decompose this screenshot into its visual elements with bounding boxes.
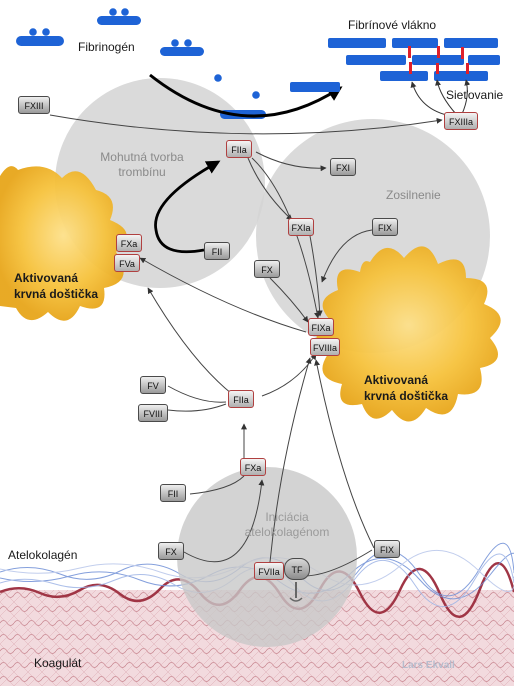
fibrinogen-conversion-arrow <box>149 73 343 118</box>
fibrinogen-molecules <box>16 8 266 119</box>
amplification-label: Zosilnenie <box>386 188 441 202</box>
factor-fva: FVa <box>114 254 140 272</box>
platelet-left-label: Aktivovaná krvná doštička <box>14 271 99 301</box>
factor-fviia: FVIIa <box>254 562 284 580</box>
factor-fix-low: FIX <box>374 540 400 558</box>
fibrin-fiber <box>290 38 500 92</box>
factor-fii-mid: FII <box>204 242 230 260</box>
author-watermark: Lars Ekvall <box>402 660 455 671</box>
factor-fxi: FXI <box>330 158 356 176</box>
factor-fiia-mid: FIIa <box>228 390 254 408</box>
factor-fviii: FVIII <box>138 404 168 422</box>
factor-fviiia: FVIIIa <box>310 338 340 356</box>
factor-fxiii: FXIII <box>18 96 50 114</box>
fibrinogen-label: Fibrinogén <box>78 40 135 54</box>
factor-fixa: FIXa <box>308 318 334 336</box>
factor-fix-mid: FIX <box>372 218 398 236</box>
factor-fiia-top: FIIa <box>226 140 252 158</box>
thrombin-burst-label: Mohutná tvorba trombínu <box>100 150 184 179</box>
factor-fxia: FXIa <box>288 218 314 236</box>
factor-fx-low: FX <box>158 542 184 560</box>
factor-fx-mid: FX <box>254 260 280 278</box>
factor-fii-low: FII <box>160 484 186 502</box>
clot-label: Koagulát <box>34 656 82 670</box>
factor-fxa-platelet: FXa <box>116 234 142 252</box>
platelet-right <box>316 246 501 422</box>
platelet-right-label: Aktivovaná krvná doštička <box>364 373 449 403</box>
factor-tf: TF <box>284 558 310 580</box>
factor-fv: FV <box>140 376 166 394</box>
initiation-zone <box>177 467 357 647</box>
factor-fxiiia: FXIIIa <box>444 112 478 130</box>
platelet-left <box>0 166 127 321</box>
factor-fxa-low: FXa <box>240 458 266 476</box>
initiation-label: Iniciácia atelokolagénom <box>244 510 330 539</box>
fibrin-fiber-label: Fibrínové vlákno <box>348 18 437 32</box>
thrombin-burst-arrow <box>154 160 221 254</box>
atelocollagen-label: Atelokolagén <box>8 548 78 562</box>
crosslinks <box>408 46 469 74</box>
crosslinking-label: Sieťovanie <box>446 88 504 102</box>
